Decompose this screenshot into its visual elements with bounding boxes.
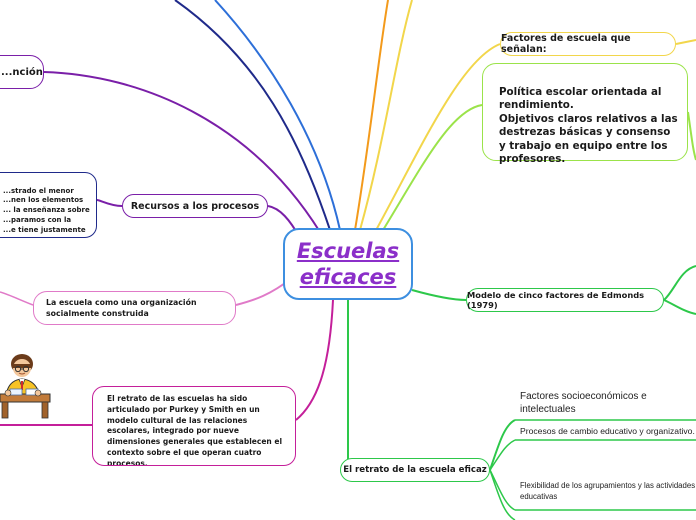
branch-edmonds	[411, 289, 467, 301]
branch-atencion	[43, 71, 321, 233]
node-edmonds-label: Modelo de cinco factores de Edmonds (197…	[467, 290, 645, 310]
node-recursos-desc[interactable]: ...strado el menor ...nen los elementos …	[0, 172, 97, 238]
node-atencion[interactable]: ...nción	[0, 55, 44, 89]
subtopic-flexibilidad[interactable]: Flexibilidad de los agrupamientos y las …	[520, 481, 696, 502]
subtopic-cambio[interactable]: Procesos de cambio educativo y organizat…	[520, 426, 696, 436]
node-purkey[interactable]: El retrato de las escuelas ha sido artic…	[92, 386, 296, 466]
subtopic-flexibilidad-label: Flexibilidad de los agrupamientos y las …	[520, 481, 696, 501]
branch-recursos-desc	[96, 199, 123, 207]
central-title-line2: eficaces	[299, 265, 397, 289]
node-organizacion-label: La escuela como una organización socialm…	[46, 298, 197, 318]
branch-top-blue	[214, 0, 341, 231]
central-topic[interactable]: Escuelas eficaces	[283, 228, 413, 300]
branch-factores	[374, 43, 501, 233]
branch-top-yellow	[359, 0, 413, 231]
branch-purkey	[295, 299, 334, 421]
branch-edmonds-out2	[663, 299, 696, 315]
branch-organizacion-out	[0, 291, 34, 306]
branch-top-orange	[354, 0, 389, 231]
subtopic-socioeconomicos[interactable]: Factores socioeconómicos e intelectuales	[520, 391, 690, 416]
central-title-line1: Escuelas	[296, 239, 400, 263]
branch-top-dark	[174, 0, 331, 231]
branch-sub-4	[489, 469, 516, 520]
node-factores-senalan[interactable]: Factores de escuela que señalan:	[500, 32, 676, 56]
node-recursos-label: Recursos a los procesos	[130, 200, 260, 212]
node-purkey-label: El retrato de las escuelas ha sido artic…	[107, 394, 283, 466]
branch-edmonds-out	[663, 265, 696, 301]
node-organizacion[interactable]: La escuela como una organización socialm…	[33, 291, 236, 325]
teacher-at-desk-icon	[0, 354, 51, 419]
node-recursos[interactable]: Recursos a los procesos	[122, 194, 268, 218]
node-retrato-eficaz[interactable]: El retrato de la escuela eficaz	[340, 458, 490, 482]
branch-sub-root	[489, 419, 516, 471]
branch-politica-out	[687, 111, 696, 161]
branch-factores-out	[675, 39, 696, 45]
node-politica-label: Política escolar orientada al rendimient…	[499, 85, 678, 166]
branch-sub-2	[489, 439, 516, 471]
node-retrato-eficaz-label: El retrato de la escuela eficaz	[343, 465, 487, 475]
branch-politica	[379, 104, 483, 236]
node-recursos-desc-label: ...strado el menor ...nen los elementos …	[3, 186, 90, 237]
node-politica[interactable]: Política escolar orientada al rendimient…	[482, 63, 688, 165]
subtopic-socioeconomicos-label: Factores socioeconómicos e intelectuales	[520, 391, 647, 415]
node-atencion-label: ...nción	[1, 66, 43, 78]
node-edmonds[interactable]: Modelo de cinco factores de Edmonds (197…	[466, 288, 664, 312]
subtopic-cambio-label: Procesos de cambio educativo y organizat…	[520, 426, 695, 436]
node-factores-senalan-label: Factores de escuela que señalan:	[501, 33, 631, 55]
